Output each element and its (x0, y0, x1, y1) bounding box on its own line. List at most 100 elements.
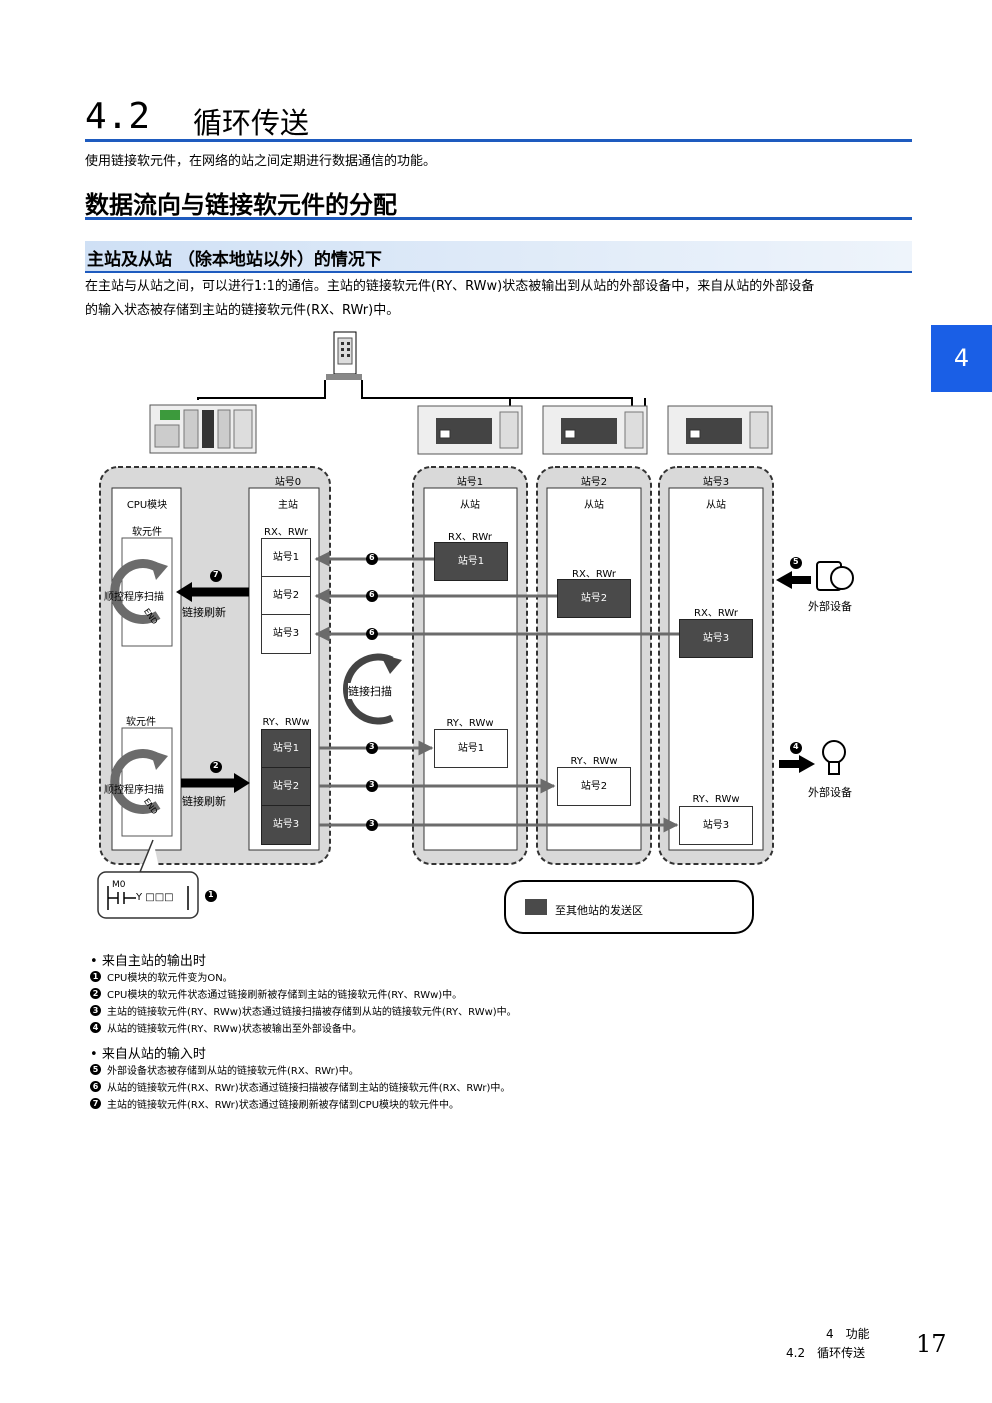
marker-3b: 3 (369, 780, 375, 789)
marker-5: 5 (793, 557, 799, 566)
slave-3-rx-label: RX、RWr (694, 608, 738, 619)
slave-3-ry-box: 站号3 (679, 806, 753, 845)
marker-6c: 6 (369, 628, 375, 637)
marker-bullets (205, 553, 802, 902)
marker-3c: 3 (369, 819, 375, 828)
master-ry-station-3: 站号3 (261, 805, 311, 845)
master-plc-icon (149, 404, 257, 454)
paragraph-line-1: 在主站与从站之间，可以进行1:1的通信。主站的链接软元件(RY、RWw)状态被输… (85, 279, 815, 294)
external-device-input-label: 外部设备 (808, 600, 852, 613)
slave-3-rx-box: 站号3 (679, 619, 753, 658)
legend-swatch (525, 899, 547, 915)
link-refresh-arrowhead-in (176, 582, 192, 602)
link-scan-label: 链接扫描 (348, 683, 392, 699)
scan-cycle-lower-icon (110, 749, 161, 814)
master-ry-station-1: 站号1 (261, 729, 311, 769)
link-scan-cycle-icon (342, 653, 394, 725)
master-ry-station-2: 站号2 (261, 767, 311, 807)
slave-2-rx-label: RX、RWr (572, 569, 616, 580)
switching-hub-icon (326, 331, 362, 380)
section-number: 4.2 (85, 96, 151, 137)
marker-4: 4 (793, 742, 799, 751)
external-output-arrowhead (799, 755, 815, 773)
slave-2-ry-box: 站号2 (557, 767, 631, 806)
external-input-arrowhead (776, 571, 792, 589)
push-button-icon (816, 561, 854, 591)
cpu-device-label-lower: 软元件 (126, 717, 156, 728)
section-title: 循环传送 (193, 106, 310, 140)
marker-6b: 6 (369, 590, 375, 599)
ladder-coil-label: Y □□□ (136, 892, 174, 903)
master-ry-rww-label: RY、RWw (262, 717, 310, 728)
master-role-label: 主站 (278, 500, 298, 511)
external-device-output-label: 外部设备 (808, 786, 852, 799)
cpu-device-label-upper: 软元件 (132, 527, 162, 538)
section-intro: 使用链接软元件，在网络的站之间定期进行数据通信的功能。 (85, 154, 437, 169)
cpu-device-frame-upper (121, 537, 173, 647)
slave-1-ry-label: RY、RWw (446, 718, 494, 729)
slave-2-station-number: 站号2 (580, 477, 608, 488)
footer-chapter: 4 功能 (826, 1327, 870, 1341)
legend-frame (504, 880, 754, 934)
slave-3-station-number: 站号3 (702, 477, 730, 488)
slave-1-role: 从站 (460, 500, 480, 511)
footer-section: 4.2 循环传送 (786, 1346, 866, 1360)
slave-1-ry-box: 站号1 (434, 729, 508, 768)
slave-device-3-icon (667, 405, 773, 455)
marker-7: 7 (213, 570, 219, 579)
page-number: 17 (916, 1330, 947, 1358)
scan-arrowhead-upper (150, 560, 168, 580)
ladder-box (97, 871, 199, 919)
link-refresh-label-upper: 链接刷新 (182, 606, 226, 619)
marker-3a: 3 (369, 742, 375, 751)
slave-2-role: 从站 (584, 500, 604, 511)
seq-scan-label-upper: 顺控程序扫描 (104, 592, 164, 603)
master-station-number: 站号0 (274, 477, 302, 488)
slave-device-2-icon (542, 405, 648, 455)
slave-3-panel (668, 487, 764, 851)
link-scan-arrowhead (380, 654, 402, 674)
paragraph-line-2: 的输入状态被存储到主站的链接软元件(RX、RWr)中。 (85, 303, 400, 318)
subsection-rule (85, 217, 912, 220)
cpu-device-frame-lower (121, 727, 173, 837)
ladder-rung (107, 886, 189, 910)
link-refresh-arrowhead-out (234, 773, 250, 793)
topic-title: 主站及从站 （除本地站以外）的情况下 (87, 250, 382, 270)
slave-3-role: 从站 (706, 500, 726, 511)
slave-1-station-number: 站号1 (456, 477, 484, 488)
master-rx-station-3: 站号3 (261, 614, 311, 654)
slave-3-ry-label: RY、RWw (692, 794, 740, 805)
ladder-contact-label: M0 (112, 880, 126, 890)
scan-arrowhead-lower (150, 750, 168, 770)
seq-scan-label-lower: 顺控程序扫描 (104, 785, 164, 796)
cpu-module-label: CPU模块 (126, 500, 168, 511)
input-section-title: • 来自从站的输入时 (90, 1047, 206, 1062)
slave-2-rx-box: 站号2 (557, 579, 631, 618)
master-rx-station-2: 站号2 (261, 576, 311, 616)
scan-cycle-upper-icon (110, 559, 161, 624)
subsection-title: 数据流向与链接软元件的分配 (85, 191, 397, 219)
cyclic-transmission-diagram (97, 331, 854, 934)
marker-6a: 6 (369, 553, 375, 562)
marker-2: 2 (213, 761, 219, 770)
link-refresh-label-lower: 链接刷新 (182, 795, 226, 808)
title-rule (85, 139, 912, 142)
slave-1-rx-label: RX、RWr (448, 532, 492, 543)
lamp-icon (822, 740, 846, 775)
slave-2-ry-label: RY、RWw (570, 756, 618, 767)
chapter-tab[interactable]: 4 (931, 325, 992, 392)
output-section-title: • 来自主站的输出时 (90, 954, 206, 969)
slave-1-rx-box: 站号1 (434, 542, 508, 581)
legend-label: 至其他站的发送区 (555, 904, 643, 917)
marker-1: 1 (208, 890, 214, 899)
topic-header-band (85, 241, 912, 273)
master-rx-rwr-label: RX、RWr (264, 527, 308, 538)
slave-device-1-icon (417, 405, 523, 455)
